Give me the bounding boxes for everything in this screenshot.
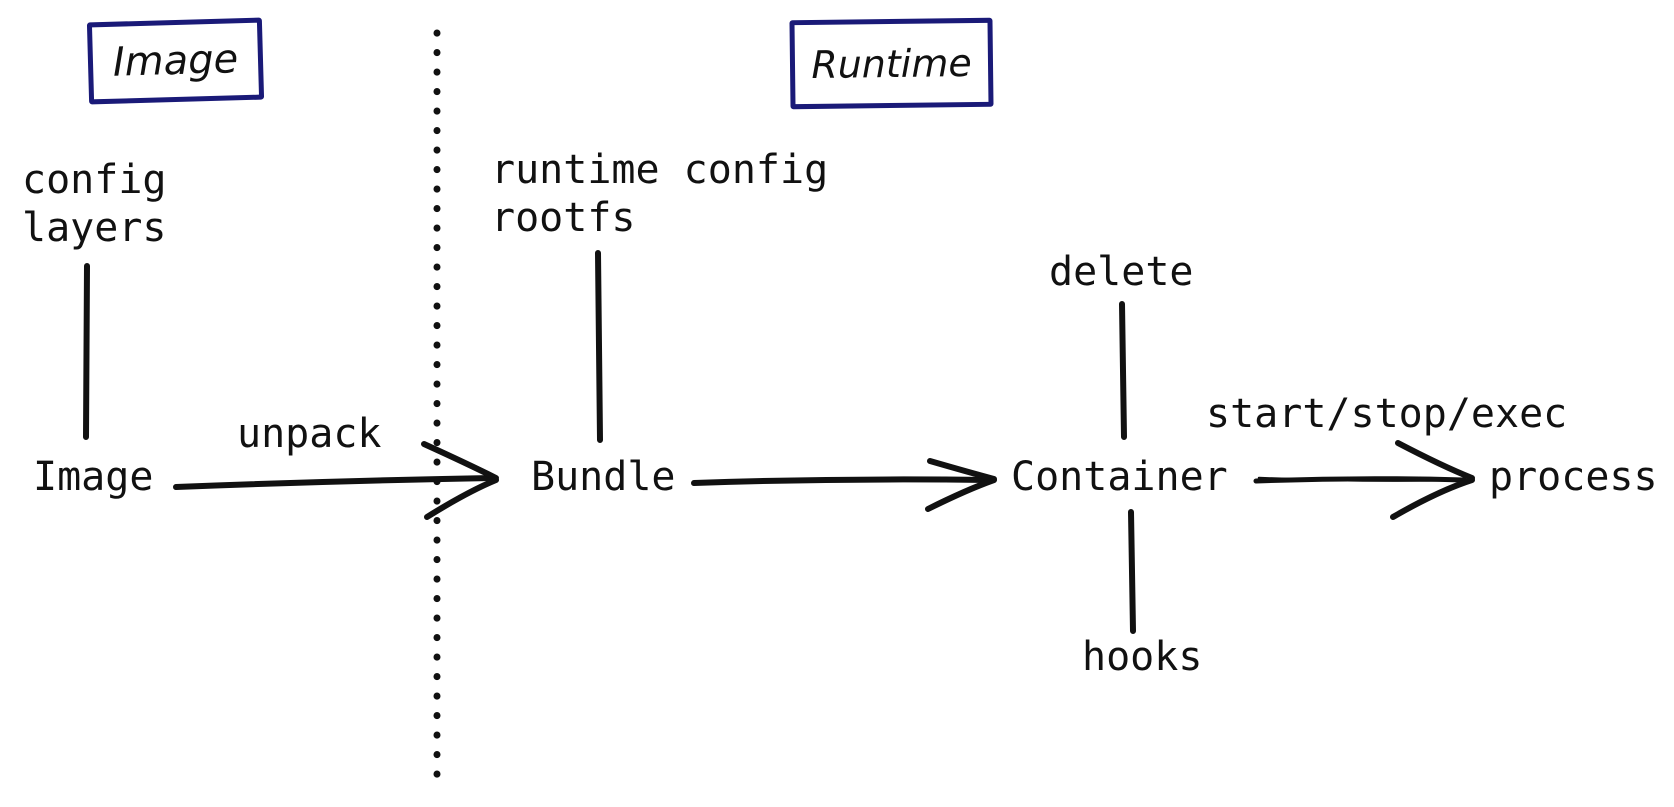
connector-container-to-hooks (1128, 509, 1136, 634)
connector-config-to-image (83, 263, 90, 440)
runtime-section-label: Runtime (811, 40, 972, 87)
start-stop-exec-edge-label: start/stop/exec (1206, 391, 1568, 437)
connector-delete-to-container (1119, 301, 1127, 440)
image-section-box: Image (86, 17, 265, 105)
container-node-label: Container (1011, 454, 1228, 500)
runtime-section-box: Runtime (789, 17, 994, 110)
arrow-image-to-bundle (173, 441, 499, 520)
hooks-label: hooks (1082, 634, 1203, 680)
unpack-edge-label: unpack (237, 411, 382, 457)
bundle-node-label: Bundle (531, 454, 676, 500)
image-node-label: Image (33, 454, 154, 500)
connector-rootfs-to-bundle (595, 250, 603, 443)
image-section-label: Image (112, 36, 239, 86)
arrow-bundle-to-container (691, 458, 997, 512)
arrow-container-to-process (1253, 440, 1475, 520)
delete-label: delete (1049, 249, 1194, 295)
process-node-label: process (1489, 454, 1658, 500)
bundle-contents-label: runtime config rootfs (491, 147, 829, 241)
image-contents-label: config layers (22, 157, 167, 251)
